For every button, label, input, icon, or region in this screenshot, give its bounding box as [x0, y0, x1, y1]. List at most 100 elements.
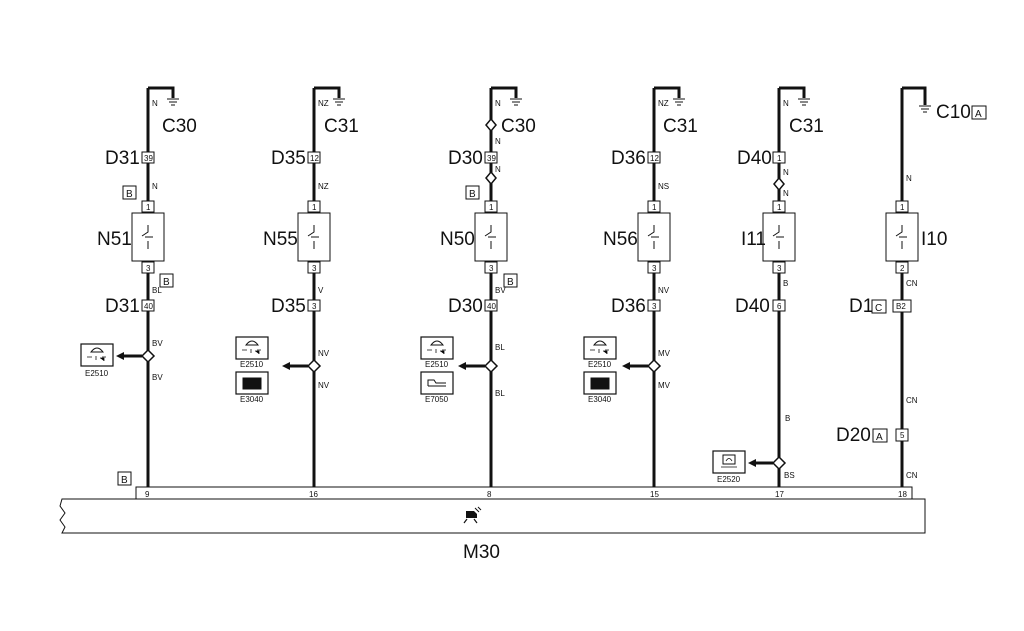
pin-number: 3 — [652, 302, 657, 311]
component-label: N50 — [440, 229, 475, 250]
connector-label: D1 — [849, 296, 873, 317]
wire-color: BV — [495, 286, 506, 295]
pin-number: 3 — [652, 264, 657, 273]
wire-color: N — [906, 174, 912, 183]
tag-box — [872, 428, 888, 443]
pin-number: B2 — [896, 302, 906, 311]
pin-number: 1 — [146, 203, 151, 212]
circuit-n56: NZ C31 D36 12 NS 1 N56 3 NV D36 3 MV MV … — [583, 86, 698, 487]
wire-color: BL — [495, 343, 505, 352]
ceiling-lamp-icon — [427, 340, 446, 354]
switch-body — [885, 212, 919, 262]
tag-letter: B — [469, 189, 476, 200]
connector-label: D35 — [271, 148, 306, 169]
wire-color: N — [495, 99, 501, 108]
pin-box — [307, 299, 321, 312]
arrow-head — [282, 362, 290, 370]
pin-box — [892, 299, 912, 313]
pin-box — [895, 200, 909, 213]
wire-color: NZ — [318, 182, 329, 191]
lamp-icon — [721, 454, 737, 468]
connector-label: D35 — [271, 296, 306, 317]
door-icon — [242, 377, 262, 390]
connector-label: D40 — [735, 296, 770, 317]
connector-tag-box — [117, 471, 132, 486]
wire-color: N — [152, 182, 158, 191]
device-e2510: E2510 — [583, 336, 617, 369]
switch-symbol — [484, 225, 496, 249]
door-icon — [590, 377, 610, 390]
connector-strip — [135, 486, 913, 500]
pin-box — [484, 200, 498, 213]
tag-box — [122, 185, 137, 200]
component-label: N51 — [97, 229, 132, 250]
pin-box — [772, 299, 786, 312]
pin-number: 6 — [777, 302, 782, 311]
pin-box — [141, 200, 155, 213]
device-code: E2510 — [85, 369, 109, 378]
pin-number: 3 — [312, 264, 317, 273]
wire-color: V — [318, 286, 324, 295]
ceiling-lamp-icon — [590, 340, 609, 354]
pin-box — [772, 151, 786, 164]
pin-number: 1 — [777, 203, 782, 212]
wire-color: NZ — [318, 99, 329, 108]
pin-box — [141, 261, 155, 274]
pin-box — [484, 261, 498, 274]
wire-color: NZ — [658, 99, 669, 108]
circuit-i11: N C31 D40 1 N N 1 I11 3 B D40 6 B BS E25… — [712, 86, 824, 487]
pin-box — [647, 200, 661, 213]
arrow-head — [116, 352, 124, 360]
pin-number: 1 — [312, 203, 317, 212]
splice-node — [140, 348, 156, 364]
pin-box — [647, 299, 661, 312]
pin-box — [772, 261, 786, 274]
tag-letter: C — [875, 303, 882, 314]
connector-label: D31 — [105, 148, 140, 169]
pin-number: 3 — [312, 302, 317, 311]
wire-color: NV — [658, 286, 670, 295]
wire-color: B — [783, 279, 788, 288]
module-name: M30 — [463, 542, 500, 563]
pin-number: 5 — [900, 431, 905, 440]
device-code: E2510 — [240, 360, 264, 369]
splice-node — [483, 358, 499, 374]
pin-box — [307, 200, 321, 213]
arrow-head — [458, 362, 466, 370]
tag-box — [971, 105, 987, 120]
switch-symbol — [647, 225, 659, 249]
splice-node — [646, 358, 662, 374]
module-pin: 8 — [487, 490, 492, 499]
wire-color: BL — [152, 286, 162, 295]
component-label: I10 — [921, 229, 947, 250]
wire-color: CN — [906, 471, 918, 480]
module-pin: 9 — [145, 490, 150, 499]
pin-number: 3 — [146, 264, 151, 273]
pin-box — [647, 261, 661, 274]
device-e2520: E2520 — [712, 450, 746, 484]
connector-label: D30 — [448, 296, 483, 317]
ground-point: C31 — [663, 116, 698, 137]
tag-letter: A — [975, 109, 982, 120]
ceiling-lamp-icon — [242, 340, 261, 354]
wire-color: N — [783, 168, 789, 177]
tag-letter: B — [163, 277, 170, 288]
device-e2510: E2510 — [420, 336, 454, 369]
circuit-n55: NZ C31 D35 12 NZ 1 N55 3 V D35 3 NV NV E… — [235, 86, 359, 487]
wire-color: MV — [658, 381, 671, 390]
wire-color: N — [783, 189, 789, 198]
connector-label: D30 — [448, 148, 483, 169]
circuit-i10: C10 A N 1 I10 2 CN D1 C B2 CN D20 A 5 CN — [836, 86, 987, 487]
wire-color: BV — [152, 373, 163, 382]
pin-number: 1 — [777, 154, 782, 163]
connector-label: D20 — [836, 425, 871, 446]
ground-point: C31 — [324, 116, 359, 137]
tag-box — [503, 273, 518, 288]
pin-box — [141, 151, 155, 164]
wire-color: BS — [784, 471, 795, 480]
glovebox-icon — [427, 379, 446, 387]
splice-node — [485, 170, 497, 186]
ground-symbol — [333, 98, 345, 106]
ground-symbol — [919, 105, 931, 113]
